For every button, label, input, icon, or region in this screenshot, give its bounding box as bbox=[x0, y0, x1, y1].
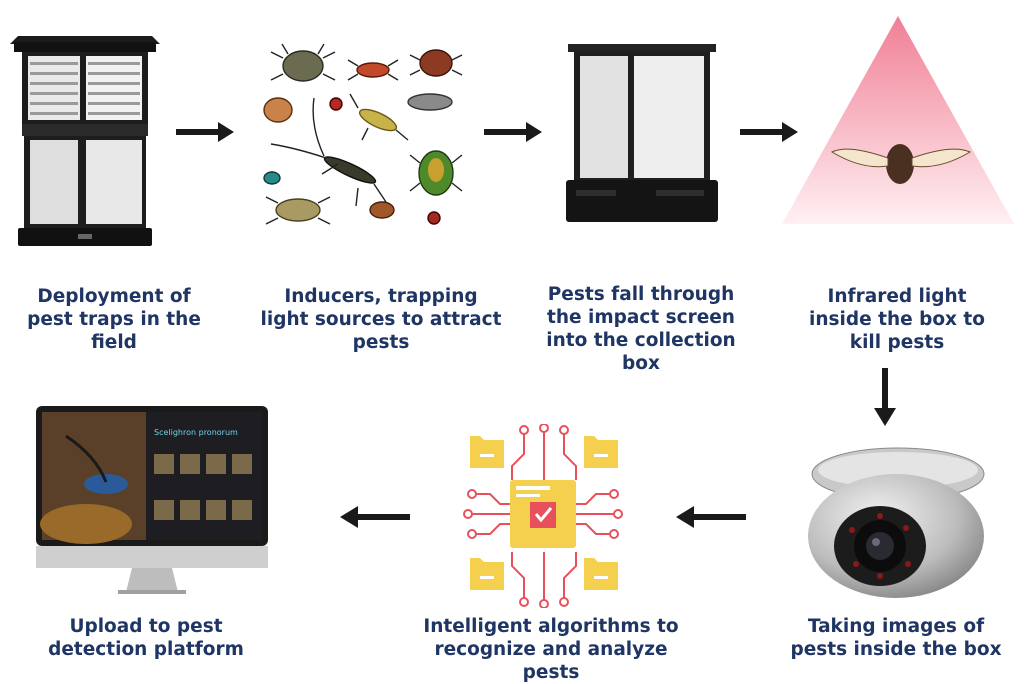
step-label-infrared: Infrared light inside the box to kill pe… bbox=[809, 286, 985, 353]
step-label-inducers: Inducers, trapping light sources to attr… bbox=[260, 286, 502, 353]
infrared-illustration bbox=[778, 12, 1018, 232]
arrow-down bbox=[874, 368, 896, 426]
monitor-species-title: Scelighron pronorum bbox=[154, 428, 238, 437]
camera-illustration bbox=[796, 438, 996, 606]
monitor-icon bbox=[36, 406, 268, 594]
arrow-right-3 bbox=[740, 122, 798, 142]
insects-illustration bbox=[258, 38, 468, 234]
step-label-fall: Pests fall through the impact screen int… bbox=[546, 284, 736, 374]
step-label-deploy: Deployment of pest traps in the field bbox=[27, 286, 201, 353]
insects-icon bbox=[263, 43, 463, 225]
arrow-left-2 bbox=[340, 506, 410, 528]
algorithm-icon bbox=[463, 424, 623, 608]
arrow-right-1 bbox=[176, 122, 234, 142]
step-label-upload: Upload to pest detection platform bbox=[48, 616, 244, 660]
dome-camera-icon bbox=[808, 447, 985, 598]
collection-box-illustration bbox=[560, 40, 720, 236]
step-label-algorithm: Intelligent algorithms to recognize and … bbox=[423, 616, 679, 683]
arrow-left-1 bbox=[676, 506, 746, 528]
step-label-camera: Taking images of pests inside the box bbox=[790, 616, 1002, 660]
algorithm-illustration bbox=[460, 424, 626, 608]
trap-icon bbox=[10, 36, 160, 246]
trap-illustration bbox=[10, 22, 160, 262]
monitor-illustration: Scelighron pronorum bbox=[36, 406, 268, 596]
arrow-right-2 bbox=[484, 122, 542, 142]
collection-box-icon bbox=[566, 44, 718, 222]
infrared-light-icon bbox=[782, 16, 1014, 224]
